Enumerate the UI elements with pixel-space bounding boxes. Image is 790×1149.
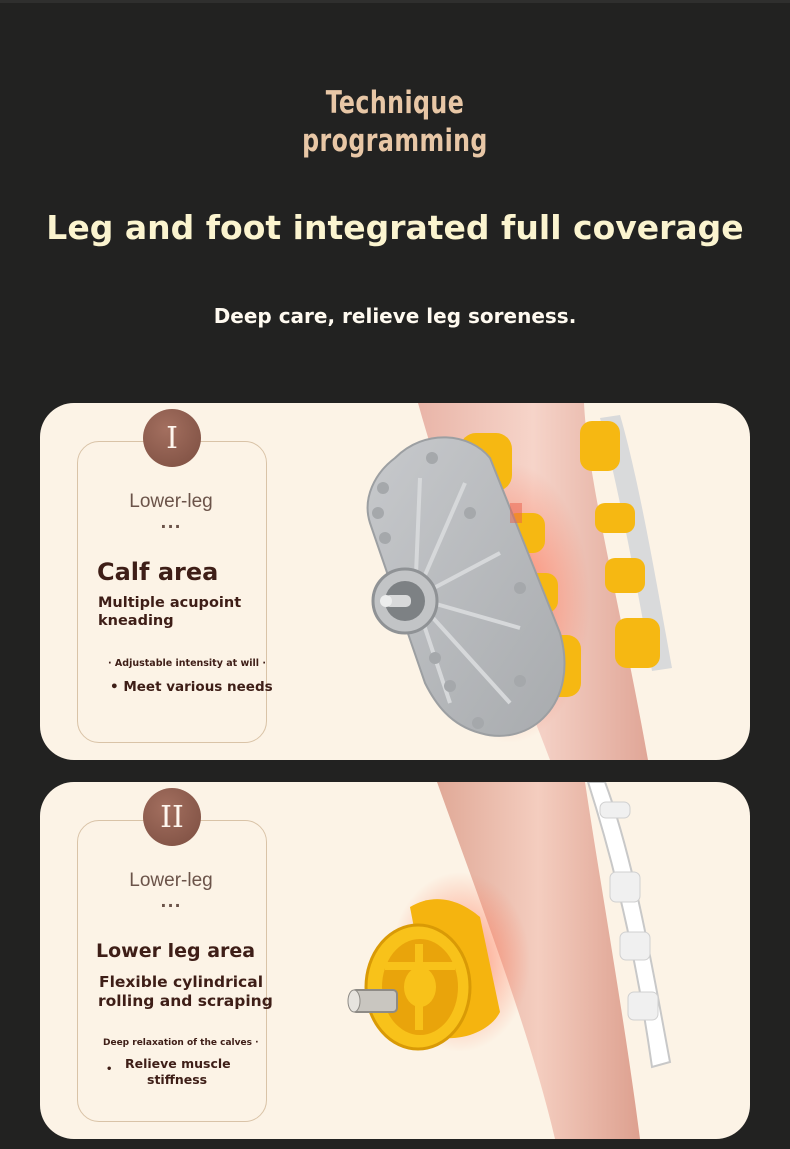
lower-leg xyxy=(437,782,640,1139)
section-ellipsis: ... xyxy=(160,892,182,911)
section-label: Lower-leg xyxy=(129,491,213,512)
section-title-line2: programming xyxy=(302,123,488,159)
area-desc-line2: kneading xyxy=(98,613,174,629)
section-label: Lower-leg xyxy=(129,870,213,891)
subline: Deep care, relieve leg soreness. xyxy=(213,304,577,328)
area-title: Lower leg area xyxy=(96,940,256,962)
area-desc-line1: Flexible cylindrical xyxy=(99,973,264,991)
section-ellipsis: ... xyxy=(160,513,182,532)
roller-massager-illustration xyxy=(347,782,672,1139)
feature-bullet-dot: • xyxy=(106,1064,113,1075)
back-white-pad xyxy=(586,782,672,1069)
section-number-badge: II xyxy=(143,788,201,846)
yellow-cylindrical-roller xyxy=(364,899,500,1051)
back-kneading-pad xyxy=(580,415,672,671)
headline: Leg and foot integrated full coverage xyxy=(46,208,744,247)
feature-bullet-line2: stiffness xyxy=(147,1072,208,1087)
feature-bullet: • Meet various needs xyxy=(110,679,273,695)
section-number-badge: I xyxy=(143,409,201,467)
feature-note: · Adjustable intensity at will · xyxy=(108,658,266,669)
top-divider xyxy=(0,0,790,3)
feature-panel xyxy=(77,441,267,743)
section-title-line1: Technique xyxy=(325,85,465,121)
feature-card-lower-leg: II Lower-leg ... Lower leg area Flexible… xyxy=(40,782,750,1139)
area-desc-line2: rolling and scraping xyxy=(98,992,273,1010)
area-desc-line1: Multiple acupoint xyxy=(98,595,242,611)
feature-bullet-line1: Relieve muscle xyxy=(125,1056,231,1071)
feature-card-calf: I Lower-leg ... Calf area Multiple acupo… xyxy=(40,403,750,760)
calf-massager-illustration xyxy=(366,403,672,760)
area-title: Calf area xyxy=(97,558,219,586)
feature-note: Deep relaxation of the calves · xyxy=(103,1038,259,1048)
